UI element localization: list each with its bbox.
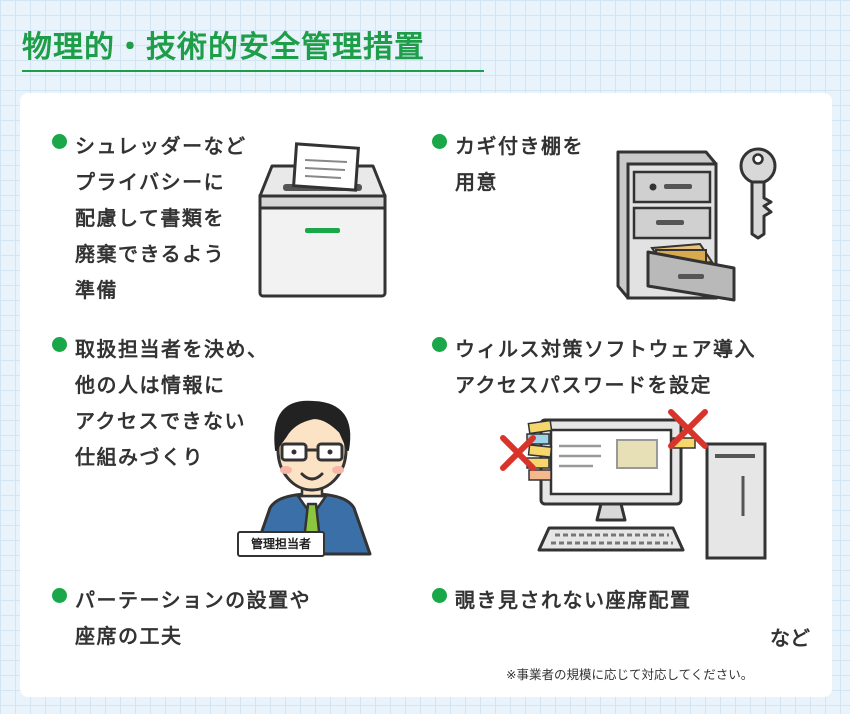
item-text: パーテーションの設置や 座席の工夫: [75, 588, 312, 648]
bullet-dot: [432, 588, 447, 603]
item-text: シュレッダーなど プライバシーに 配慮して書類を 廃棄できるよう 準備: [75, 134, 247, 302]
item-locked-cabinet: カギ付き棚を 用意: [432, 128, 584, 200]
item-partition: パーテーションの設置や 座席の工夫: [52, 582, 311, 654]
item-text: カギ付き棚を 用意: [455, 134, 584, 194]
shredder-icon: [258, 142, 387, 298]
bullet-dot: [432, 134, 447, 149]
item-antivirus: ウィルス対策ソフトウェア導入 アクセスパスワードを設定: [432, 331, 756, 403]
cabinet-icon: [616, 150, 736, 302]
key-icon: [739, 147, 777, 240]
bullet-dot: [52, 134, 67, 149]
page-title: 物理的・技術的安全管理措置: [22, 30, 425, 65]
footnote: ※事業者の規模に応じて対応してください。: [506, 667, 754, 682]
item-text: ウィルス対策ソフトウェア導入 アクセスパスワードを設定: [455, 337, 756, 397]
title-underline: [22, 70, 484, 72]
staff-badge: 管理担当者: [237, 531, 325, 557]
item-text: 取扱担当者を決め、 他の人は情報に アクセスできない 仕組みづくり: [75, 337, 269, 469]
bullet-dot: [52, 588, 67, 603]
item-seating: 覗き見されない座席配置: [432, 582, 692, 618]
bullet-dot: [52, 337, 67, 352]
bullet-dot: [432, 337, 447, 352]
etc-label: など: [770, 626, 810, 650]
item-text: 覗き見されない座席配置: [455, 588, 692, 612]
item-shredder: シュレッダーなど プライバシーに 配慮して書類を 廃棄できるよう 準備: [52, 128, 247, 308]
staff-icon: [252, 400, 372, 556]
item-access-control: 取扱担当者を決め、 他の人は情報に アクセスできない 仕組みづくり: [52, 331, 269, 475]
computer-icon: [500, 409, 767, 560]
